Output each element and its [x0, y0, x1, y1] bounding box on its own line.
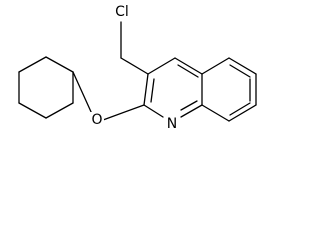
benzene-ring	[201, 57, 257, 122]
bond-c8-c8a	[201, 104, 230, 122]
oxygen-atom-label: O	[91, 112, 102, 128]
oxygen-label-bg	[90, 112, 104, 128]
cyclohexane-ring	[18, 56, 74, 119]
double-bond-c7-c8	[229, 102, 251, 116]
double-bond-c2-c3	[150, 78, 155, 103]
chloromethyl-group	[120, 21, 149, 75]
pyridine-ring	[143, 57, 203, 118]
bond-c4a-c4	[174, 57, 203, 75]
bond-cy-o	[72, 71, 93, 115]
bond-c3-ch2	[120, 57, 149, 75]
chemical-structure-diagram: Cl O N	[18, 4, 257, 132]
bond-cy-6	[18, 56, 47, 73]
nitrogen-atom-label: N	[167, 116, 177, 132]
nitrogen-label-bg	[165, 116, 179, 132]
chlorine-label-bg	[110, 4, 134, 20]
bond-o-c2	[102, 104, 145, 121]
double-bond-c4-c4a	[177, 64, 199, 78]
bond-c7-c8	[228, 104, 257, 122]
bond-cy-3	[45, 102, 74, 119]
bond-cy-1	[45, 56, 74, 73]
bond-cy-4	[18, 102, 47, 119]
bond-c4-c3	[147, 57, 176, 75]
bond-c3-c2	[143, 73, 149, 106]
atom-labels: Cl O N	[90, 4, 179, 132]
double-bond-c5-c6	[229, 64, 251, 78]
ether-linkage	[72, 71, 145, 121]
bond-c4a-c5	[201, 57, 230, 75]
double-bond-n1-c8a	[180, 100, 198, 111]
bond-c2-n1	[143, 104, 164, 118]
bond-n1-c8a	[180, 104, 203, 118]
chlorine-atom-label: Cl	[115, 4, 129, 20]
bond-c5-c6	[228, 57, 257, 75]
